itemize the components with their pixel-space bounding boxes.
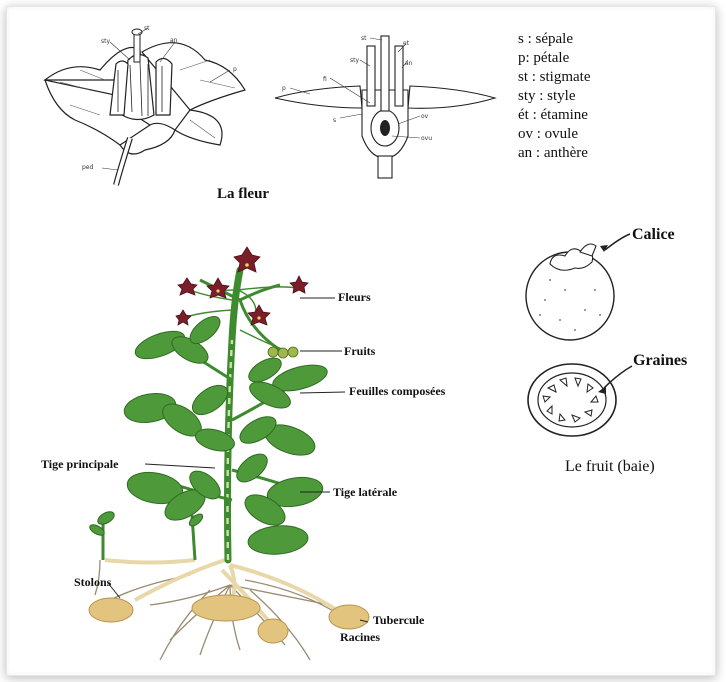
- fruit-label-calice: Calice: [632, 226, 675, 244]
- fruit-label-graines: Graines: [633, 352, 687, 370]
- fruit-caption: Le fruit (baie): [565, 458, 655, 476]
